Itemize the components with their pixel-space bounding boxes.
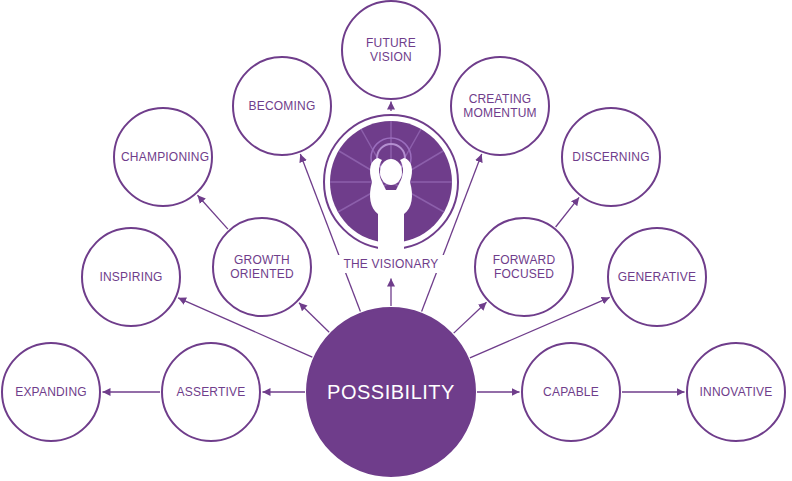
trait-circle: INSPIRING	[81, 227, 181, 327]
text-wrap: GROWTH ORIENTED	[220, 253, 304, 282]
trait-circle: GROWTH ORIENTED	[212, 217, 312, 317]
arrow-connector	[477, 391, 520, 392]
trait-label: INNOVATIVE	[700, 385, 773, 399]
trait-label: EXPANDING	[15, 385, 87, 399]
text-wrap: INSPIRING	[99, 270, 162, 284]
text-wrap: FORWARD FOCUSED	[482, 253, 566, 282]
trait-label: FUTURE VISION	[349, 36, 433, 65]
trait-circle: GENERATIVE	[607, 227, 707, 327]
text-wrap: INNOVATIVE	[700, 385, 773, 399]
arrow-connector	[263, 391, 306, 392]
arrow-connector	[198, 195, 228, 229]
text-wrap: DISCERNING	[572, 150, 649, 164]
trait-circle: FUTURE VISION	[341, 0, 441, 100]
trait-label: BECOMING	[249, 99, 316, 113]
text-wrap: CHAMPIONING	[121, 150, 205, 164]
trait-circle: CAPABLE	[521, 342, 621, 442]
trait-label: GENERATIVE	[618, 270, 696, 284]
arrow-connector	[390, 102, 391, 112]
core-circle: POSSIBILITY	[306, 307, 476, 477]
trait-label: CREATING MOMENTUM	[458, 92, 542, 121]
text-wrap: ASSERTIVE	[177, 385, 246, 399]
arrow-connector	[556, 197, 580, 227]
trait-label: DISCERNING	[572, 150, 649, 164]
trait-circle: ASSERTIVE	[161, 342, 261, 442]
trait-label: CAPABLE	[543, 385, 599, 399]
trait-circle: BECOMING	[232, 56, 332, 156]
arrow-connector	[390, 279, 391, 307]
text-wrap: CAPABLE	[543, 385, 599, 399]
text-wrap: EXPANDING	[15, 385, 87, 399]
text-wrap: CREATING MOMENTUM	[458, 92, 542, 121]
trait-label: FORWARD FOCUSED	[482, 253, 566, 282]
text-wrap: GENERATIVE	[618, 270, 696, 284]
trait-circle: FORWARD FOCUSED	[474, 217, 574, 317]
core-label: POSSIBILITY	[327, 380, 455, 404]
text-wrap: THE VISIONARY	[335, 255, 446, 273]
trait-circle: EXPANDING	[1, 342, 101, 442]
trait-label: CHAMPIONING	[121, 150, 205, 164]
trait-label: GROWTH ORIENTED	[220, 253, 304, 282]
trait-circle: CREATING MOMENTUM	[450, 56, 550, 156]
arrow-connector	[103, 391, 161, 392]
arrow-connector	[454, 302, 487, 333]
visionary-node: THE VISIONARY	[316, 112, 466, 277]
arrow-connector	[622, 391, 685, 392]
text-wrap: POSSIBILITY	[327, 380, 455, 404]
trait-circle: CHAMPIONING	[113, 107, 213, 207]
text-wrap: FUTURE VISION	[349, 36, 433, 65]
text-wrap: BECOMING	[249, 99, 316, 113]
trait-circle: DISCERNING	[561, 107, 661, 207]
arrow-connector	[299, 303, 329, 332]
trait-label: ASSERTIVE	[177, 385, 246, 399]
trait-circle: INNOVATIVE	[686, 342, 786, 442]
trait-label: THE VISIONARY	[335, 255, 446, 273]
trait-label: INSPIRING	[99, 270, 162, 284]
